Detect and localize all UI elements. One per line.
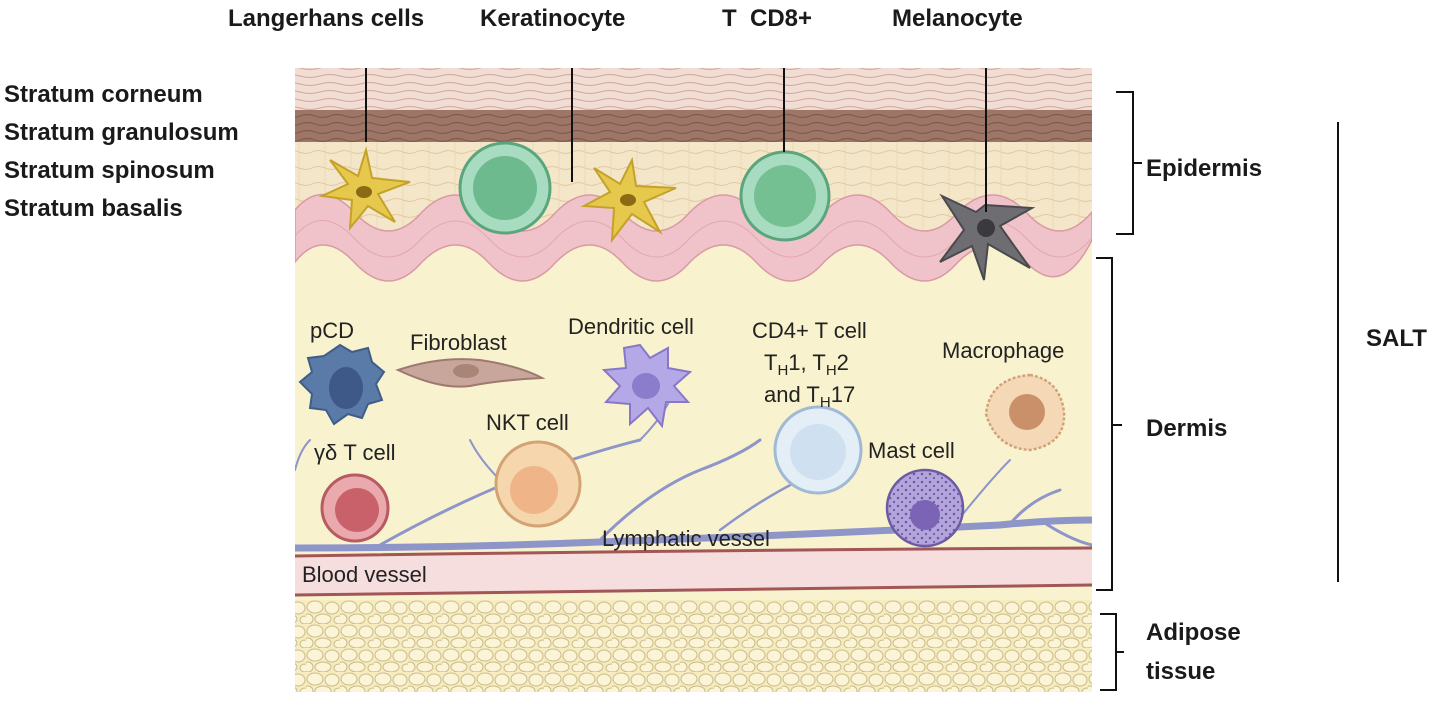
label-stratum-spinosum: Stratum spinosum [4, 157, 215, 184]
label-nkt-cell: NKT cell [486, 410, 569, 435]
label-stratum-corneum: Stratum corneum [4, 81, 203, 108]
label-cd4-t-cell: CD4+ T cell [752, 318, 867, 343]
stratum-granulosum-layer [295, 110, 1092, 142]
label-keratinocyte: Keratinocyte [480, 5, 625, 32]
macrophage-cell [984, 373, 1066, 452]
label-macrophage: Macrophage [942, 338, 1064, 363]
pcd-cell [298, 343, 386, 426]
label-salt: SALT [1366, 325, 1427, 352]
label-pcd: pCD [310, 318, 354, 343]
pointer-lines [365, 68, 987, 212]
label-adipose: Adipose [1146, 619, 1241, 646]
bracket-dermis [1096, 257, 1113, 591]
stratum-corneum-layer [295, 68, 1092, 110]
label-melanocyte: Melanocyte [892, 5, 1023, 32]
label-dermis: Dermis [1146, 415, 1227, 442]
gd-t-cell [320, 473, 390, 543]
label-gd-t-cell: γδ T cell [314, 440, 396, 465]
label-lymphatic-vessel: Lymphatic vessel [602, 526, 770, 551]
label-dendritic-cell: Dendritic cell [568, 314, 694, 339]
label-epidermis: Epidermis [1146, 155, 1262, 182]
t-cd8-cell [739, 150, 831, 242]
langerhans-cell-2 [580, 156, 677, 244]
dendritic-cell [601, 343, 693, 429]
stratum-basalis-layer [295, 193, 1092, 282]
bracket-epidermis [1116, 91, 1134, 235]
cd4-t-cell [773, 405, 863, 495]
skin-panel [295, 68, 1092, 692]
label-blood-vessel: Blood vessel [302, 562, 427, 587]
label-stratum-basalis: Stratum basalis [4, 195, 183, 222]
adipose-layer [295, 600, 1092, 692]
label-tcd8: T CD8+ [722, 5, 812, 32]
label-cd4-subsets: TH1, TH2 [764, 350, 849, 379]
brackets [1096, 91, 1339, 691]
mast-cell [885, 468, 965, 548]
langerhans-cell-1 [318, 146, 411, 232]
bracket-adipose [1100, 613, 1117, 691]
label-tissue: tissue [1146, 658, 1215, 685]
label-fibroblast: Fibroblast [410, 330, 507, 355]
keratinocyte-cell [458, 141, 552, 235]
label-langerhans: Langerhans cells [228, 5, 424, 32]
nkt-cell [494, 440, 582, 528]
label-stratum-granulosum: Stratum granulosum [4, 119, 239, 146]
melanocyte-cell [939, 193, 1036, 281]
blood-vessel [295, 546, 1092, 597]
label-mast-cell: Mast cell [868, 438, 955, 463]
label-cd4-th17: and TH17 [764, 382, 855, 411]
fibroblast-cell [395, 358, 546, 388]
